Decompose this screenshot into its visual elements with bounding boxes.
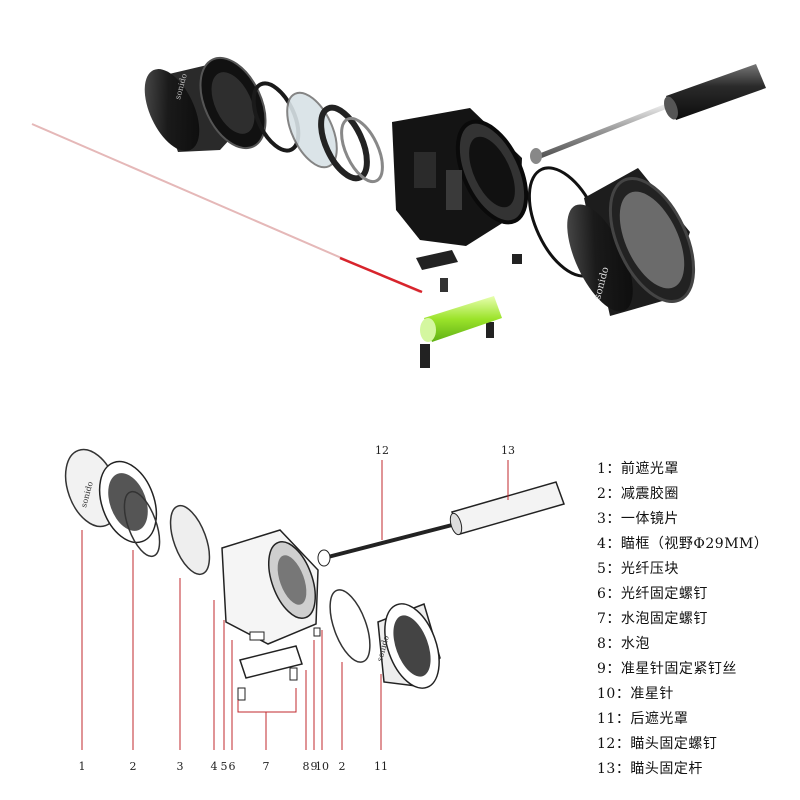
- callout-label: 2: [339, 760, 346, 773]
- callout-label: 1: [79, 760, 86, 773]
- callout-label: 13: [501, 444, 515, 457]
- parts-legend: 1：前遮光罩 2：减震胶圈 3：一体镜片 4：瞄框（视野Φ29MM） 5：光纤压块 6：光…: [597, 457, 797, 782]
- callout-label: 2: [130, 760, 137, 773]
- legend-item: 5：光纤压块: [597, 561, 679, 577]
- front-shade-photo: sonido: [144, 56, 267, 152]
- legend-item: 12：瞄头固定螺钉: [597, 736, 718, 752]
- legend-item: 7：水泡固定螺钉: [597, 611, 708, 627]
- drawing-rod: [317, 481, 565, 567]
- drawing-rear-ring: [329, 589, 371, 663]
- legend-item: 4：瞄框（视野Φ29MM）: [597, 536, 769, 552]
- legend-item: 9：准星针固定紧钉丝: [597, 661, 737, 677]
- drawing-rear-shade: sonido: [375, 603, 441, 689]
- small-parts-photo: [416, 250, 522, 368]
- callout-label: 3: [177, 760, 184, 773]
- retaining-ring-photo: [318, 104, 370, 182]
- drawing-small-parts: [237, 627, 321, 701]
- callout-label: 11: [374, 760, 388, 773]
- callout-label: 9: [311, 760, 318, 773]
- rear-shade-photo: sonido: [567, 168, 696, 316]
- legend-item: 2：减震胶圈: [597, 486, 679, 502]
- callout-label: 7: [263, 760, 270, 773]
- drawing-lens: [169, 504, 211, 576]
- top-callout-labels: 12 13: [375, 444, 515, 457]
- mounting-rod-photo: [530, 64, 766, 164]
- legend-item: 1：前遮光罩: [597, 461, 679, 477]
- callout-label: 5: [221, 760, 228, 773]
- sight-housing-photo: [392, 108, 529, 246]
- callout-label: 8: [303, 760, 310, 773]
- drawing-sight-housing: [221, 529, 319, 645]
- drawing-front-shade: sonido: [64, 448, 158, 544]
- legend-item: 6：光纤固定螺钉: [597, 586, 708, 602]
- exploded-line-drawing: sonido sonido: [64, 444, 565, 773]
- legend-item: 11：后遮光罩: [597, 711, 689, 727]
- drawing-shock-ring: [123, 490, 161, 558]
- callout-label: 10: [315, 760, 329, 773]
- fiber-optic-photo: [31, 123, 423, 294]
- legend-item: 10：准星针: [597, 686, 674, 702]
- exploded-product-photo: sonido sonido: [31, 56, 766, 368]
- legend-item: 3：一体镜片: [597, 511, 679, 527]
- callout-label: 4: [211, 760, 218, 773]
- callout-label: 12: [375, 444, 389, 457]
- legend-item: 8：水泡: [597, 636, 650, 652]
- legend-item: 13：瞄头固定杆: [597, 761, 703, 777]
- leader-lines: [81, 460, 509, 750]
- callout-label: 6: [229, 760, 236, 773]
